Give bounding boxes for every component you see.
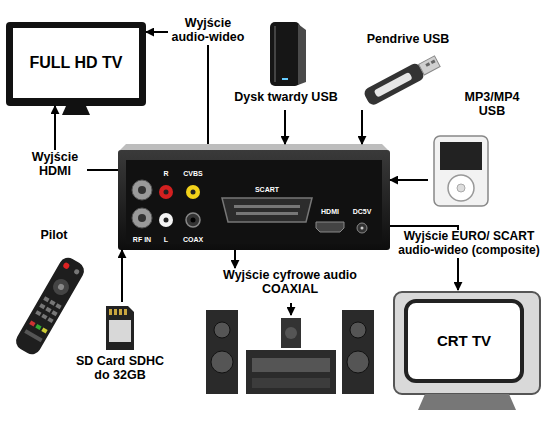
connection-label: Wyjście EURO/ SCART audio-wideo (composi… <box>393 230 545 258</box>
port-label: R <box>154 170 178 178</box>
connector-arrow <box>234 250 236 268</box>
mp3-player: MP3/MP4 USB <box>428 90 540 208</box>
device-name: Pendrive USB <box>353 32 463 46</box>
connection-label: Wyjście audio-wideo <box>168 16 248 45</box>
port-label: DC5V <box>349 208 375 216</box>
set-top-box-drawing <box>118 144 390 250</box>
speakers-drawing <box>206 303 374 394</box>
connector-arrow <box>284 110 286 144</box>
remote-drawing <box>13 254 88 357</box>
usb-pendrive: Pendrive USB <box>350 32 468 110</box>
port-label: RF IN <box>129 236 155 244</box>
remote-control: Pilot <box>14 228 94 364</box>
device-name: SD Card SDHC do 32GB <box>72 354 168 383</box>
connector-arrow <box>121 250 123 302</box>
port-label: SCART <box>247 186 287 194</box>
sd-card-drawing <box>106 306 134 350</box>
connector-arrow <box>146 32 208 144</box>
port-label: HDMI <box>317 208 343 216</box>
pendrive-drawing <box>362 53 441 106</box>
connector-arrow <box>390 179 428 181</box>
connection-label: Wyjście HDMI <box>23 150 87 179</box>
tv-screen: FULL HD TV <box>6 22 146 106</box>
device-name: CRT TV <box>409 332 519 349</box>
crt-tv-drawing <box>394 292 540 410</box>
output-name: Wyjście cyfrowe audio COAXIAL <box>208 268 372 297</box>
device-name: Pilot <box>24 228 84 242</box>
mp3-player-drawing <box>434 136 488 206</box>
port-label: COAX <box>180 236 206 244</box>
device-name: FULL HD TV <box>16 54 136 72</box>
speaker-set: Wyjście cyfrowe audio COAXIAL <box>200 268 380 396</box>
port-label: L <box>156 236 176 244</box>
crt-tv: CRT TV <box>392 290 542 412</box>
connector-arrow <box>361 110 363 144</box>
device-name: Dysk twardy USB <box>232 90 340 104</box>
port-label: CVBS <box>180 170 206 178</box>
set-top-box: RCVBS SCART RF INL COAX HDMI DC5V <box>118 144 390 250</box>
sd-card: SD Card SDHC do 32GB <box>70 302 170 398</box>
device-name: MP3/MP4 USB <box>459 90 525 119</box>
hard-drive: Dysk twardy USB <box>232 20 342 110</box>
tv-drawing <box>6 22 146 115</box>
hard-drive-drawing <box>270 22 306 86</box>
